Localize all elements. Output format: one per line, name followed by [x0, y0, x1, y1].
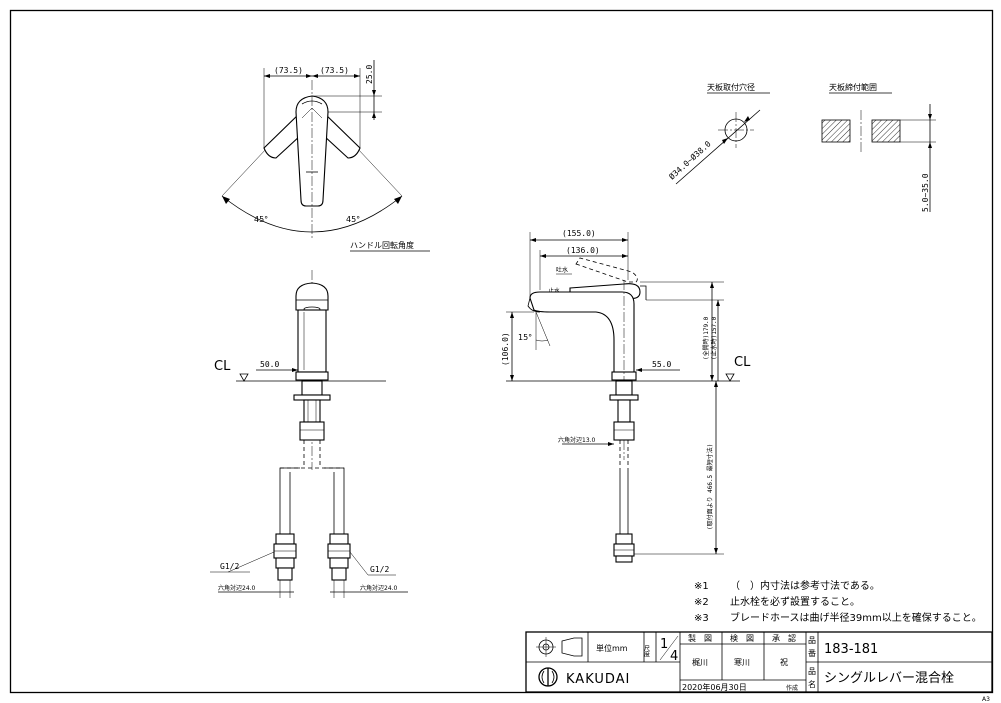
note-2-mark: ※2: [694, 597, 709, 608]
dim-106: (106.0): [501, 332, 510, 366]
date: 2020年06月30日: [682, 682, 747, 692]
dim-50: 50.0: [260, 360, 279, 369]
thread-g12-left: G1/2: [220, 562, 239, 571]
angle-45-left: 45°: [254, 215, 268, 224]
dim-25: 25.0: [365, 65, 374, 84]
front-cl: CL: [214, 359, 231, 374]
angle-45-right: 45°: [346, 215, 360, 224]
brand-name: KAKUDAI: [566, 672, 630, 687]
scale-num: 1: [660, 637, 668, 652]
notes: ※1 （ ）内寸法は参考寸法である。 ※2 止水栓を必ず設置すること。 ※3 ブ…: [694, 579, 982, 624]
note-3-text: ブレードホースは曲げ半径39mm以上を確保すること。: [730, 611, 982, 624]
approved-header: 承 認: [772, 633, 796, 643]
checked-header: 検 図: [730, 633, 754, 643]
projection-symbol: [536, 637, 583, 657]
scale-den: 4: [670, 649, 678, 664]
checked-name: 寒川: [734, 657, 750, 667]
angle-15: 15°: [518, 333, 532, 342]
sheet-size: A3: [982, 696, 990, 703]
counter-hole-title: 天板取付穴径: [707, 82, 755, 92]
counter-range-title: 天板締付範囲: [829, 82, 877, 92]
sheet-border: [9, 9, 994, 694]
part-number: 183-181: [824, 642, 878, 657]
drafted-name: 梶川: [692, 657, 708, 667]
dim-55: 55.0: [652, 360, 671, 369]
dim-136: (136.0): [566, 246, 600, 255]
lever-open: [575, 257, 638, 283]
dim-73-5-right: (73.5): [320, 66, 349, 75]
part-no-label-1: 品: [808, 636, 816, 645]
made-label: 作成: [786, 684, 798, 692]
counter-range-detail: 天板締付範囲 5.0~35.0: [821, 82, 936, 212]
dim-157: (止水時)157.0: [710, 316, 718, 360]
dim-range: 5.0~35.0: [921, 173, 930, 212]
counter-hatch-left: [821, 119, 851, 143]
side-cl: CL: [734, 355, 751, 370]
front-view: CL 50.0 G1/2: [210, 270, 408, 598]
kakudai-logo: KAKUDAI: [538, 667, 630, 687]
unit-label: 単位mm: [596, 643, 628, 653]
dim-hose: (取付面より 466.5 最短寸法): [706, 444, 714, 530]
tap-open-label: 吐水: [556, 266, 568, 274]
dim-hole: Ø34.0~Ø38.0: [667, 138, 713, 181]
dim-73-5-left: (73.5): [274, 66, 303, 75]
front-body: [297, 309, 327, 373]
handle-rotation-title: ハンドル回転角度: [350, 240, 414, 250]
note-3-mark: ※3: [694, 613, 709, 624]
dim-155: (155.0): [562, 229, 596, 238]
dim-179: (全開時)179.0: [702, 316, 710, 360]
part-name-label-1: 品: [808, 667, 816, 676]
drafted-header: 製 図: [688, 633, 712, 643]
thread-g12-right: G1/2: [370, 565, 389, 574]
hex-24-left: 六角対辺24.0: [218, 584, 256, 592]
part-name-label-2: 名: [808, 679, 816, 689]
front-head: [295, 282, 329, 311]
note-1-text: （ ）内寸法は参考寸法である。: [730, 579, 880, 592]
note-2-text: 止水栓を必ず設置すること。: [730, 595, 860, 608]
side-view: (155.0) (136.0) 吐水 止水 15° CL (1: [501, 229, 751, 563]
part-no-label-2: 番: [808, 648, 816, 658]
counter-hole-detail: 天板取付穴径 Ø34.0~Ø38.0: [667, 82, 770, 185]
hex-24-right: 六角対辺24.0: [360, 584, 398, 592]
hex-13: 六角対辺13.0: [558, 436, 596, 444]
part-name: シングルレバー混合栓: [824, 671, 954, 686]
scale-label: 尺度: [643, 645, 650, 658]
counter-hatch-right: [871, 119, 901, 143]
tap-close-label: 止水: [548, 287, 560, 295]
side-body: [529, 291, 635, 373]
note-1-mark: ※1: [694, 581, 709, 592]
approved-name: 祝: [780, 657, 788, 667]
handle-rotation-view: (73.5) (73.5) 25.0 45° 45° ハンドル回転角度: [221, 60, 430, 252]
title-block: 単位mm 尺度 1 4 KAKUDAI 製 図 検 図 承 認 梶川 寒川 祝 …: [525, 631, 993, 693]
